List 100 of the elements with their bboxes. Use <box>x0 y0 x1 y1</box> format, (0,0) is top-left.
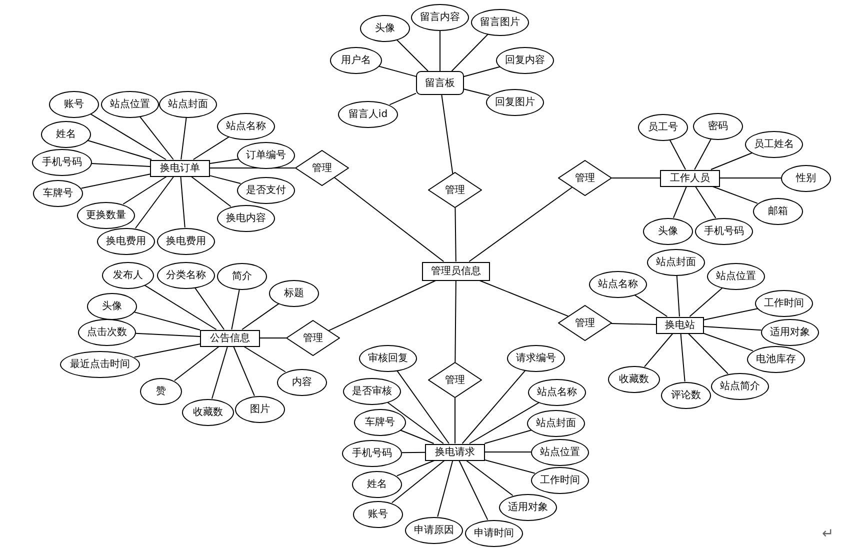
connector-line <box>669 139 686 170</box>
attribute-ellipse <box>781 164 831 192</box>
attribute-ellipse <box>745 130 803 158</box>
attribute-ellipse <box>638 114 688 140</box>
attribute-ellipse <box>486 88 544 116</box>
node-label: 分类名称 <box>166 270 206 280</box>
attribute-ellipse <box>330 46 382 74</box>
node-label: 车牌号 <box>365 416 395 428</box>
node-label: 图片 <box>250 404 270 414</box>
connector-line <box>454 207 456 262</box>
node-label: 站点封面 <box>536 418 576 428</box>
entity-box <box>425 444 485 460</box>
connector-line <box>194 287 225 330</box>
node-label: 头像 <box>102 300 122 312</box>
connector-line <box>479 280 569 317</box>
connector-line <box>710 152 753 170</box>
attribute-ellipse <box>643 218 693 244</box>
connector-line <box>704 308 758 320</box>
attribute-ellipse <box>496 46 554 74</box>
node-label: 账号 <box>64 98 84 110</box>
attribute-ellipse <box>237 142 295 168</box>
connector-line <box>139 116 174 160</box>
node-label: 换电费用 <box>106 236 146 246</box>
node-label: 电池库存 <box>756 354 796 364</box>
attribute-ellipse <box>87 292 137 320</box>
node-label: 管理 <box>575 318 595 328</box>
connector-line <box>688 333 728 374</box>
node-label: 换电请求 <box>435 446 475 458</box>
node-label: 工作时间 <box>540 474 580 486</box>
connector-line <box>464 66 500 77</box>
attribute-ellipse <box>352 470 402 498</box>
node-label: 申请原因 <box>414 524 454 536</box>
node-label: 管理员信息 <box>431 266 481 276</box>
connector-line <box>468 402 540 444</box>
node-label: 点击次数 <box>87 326 127 338</box>
connector-line <box>174 346 220 382</box>
node-label: 换电订单 <box>160 162 200 174</box>
node-label: 姓名 <box>56 128 76 140</box>
node-label: 密码 <box>708 120 728 132</box>
entity-box <box>660 170 720 186</box>
attribute-ellipse <box>499 494 557 520</box>
connector-line <box>210 158 239 164</box>
node-label: 最近点击时间 <box>70 358 130 370</box>
entity-box <box>656 316 704 334</box>
node-label: 订单编号 <box>246 150 286 160</box>
entity-box <box>200 330 260 346</box>
node-label: 工作人员 <box>670 172 710 184</box>
connector-line <box>462 370 526 444</box>
node-label: 姓名 <box>367 478 387 490</box>
attribute-ellipse <box>411 4 469 30</box>
connector-line <box>210 175 242 184</box>
connector-line <box>644 333 674 368</box>
node-label: 适用对象 <box>770 326 810 338</box>
node-label: 管理 <box>312 162 332 174</box>
attribute-ellipse <box>711 372 769 400</box>
attribute-ellipse <box>471 8 529 36</box>
connector-line <box>122 176 168 205</box>
connector-line <box>704 326 762 331</box>
node-label: 留言内容 <box>420 12 460 22</box>
connector-line <box>454 280 456 363</box>
connector-line <box>712 186 758 204</box>
connector-line <box>451 34 488 72</box>
connector-line <box>468 186 573 262</box>
node-label: 内容 <box>292 376 312 388</box>
attribute-ellipse <box>360 14 410 42</box>
connector-line <box>134 176 174 229</box>
attribute-ellipse <box>707 262 765 290</box>
connector-line <box>402 452 426 454</box>
node-label: 收藏数 <box>619 374 649 384</box>
connector-line <box>689 287 723 317</box>
attribute-ellipse <box>747 346 805 372</box>
node-label: 管理 <box>575 172 595 184</box>
node-label: 换电站 <box>665 320 695 330</box>
attribute-ellipse <box>338 100 398 128</box>
connector-line <box>87 140 152 160</box>
node-label: 车牌号 <box>43 188 73 198</box>
node-label: 员工号 <box>648 122 678 132</box>
node-label: 请求编号 <box>516 352 556 364</box>
attribute-ellipse <box>102 262 154 288</box>
connector-line <box>180 176 186 228</box>
attribute-ellipse <box>217 262 267 290</box>
connector-line <box>334 177 444 262</box>
connector-line <box>396 39 428 72</box>
connector-line <box>694 138 712 170</box>
node-label: 工作时间 <box>764 298 804 308</box>
node-label: 站点封面 <box>656 256 696 268</box>
paragraph-mark: ↵ <box>822 526 834 542</box>
connector-line <box>389 92 416 106</box>
connector-line <box>400 430 434 444</box>
node-label: 更换数量 <box>86 210 126 220</box>
attribute-ellipse <box>235 396 285 422</box>
node-label: 站点名称 <box>226 120 266 132</box>
node-label: 站点位置 <box>716 270 756 282</box>
connector-line <box>192 136 230 160</box>
node-label: 账号 <box>368 508 388 520</box>
node-label: 员工姓名 <box>754 138 794 150</box>
attribute-ellipse <box>608 366 660 392</box>
node-label: 是否支付 <box>246 184 286 196</box>
node-label: 留言人id <box>348 108 388 120</box>
connector-line <box>464 88 490 96</box>
